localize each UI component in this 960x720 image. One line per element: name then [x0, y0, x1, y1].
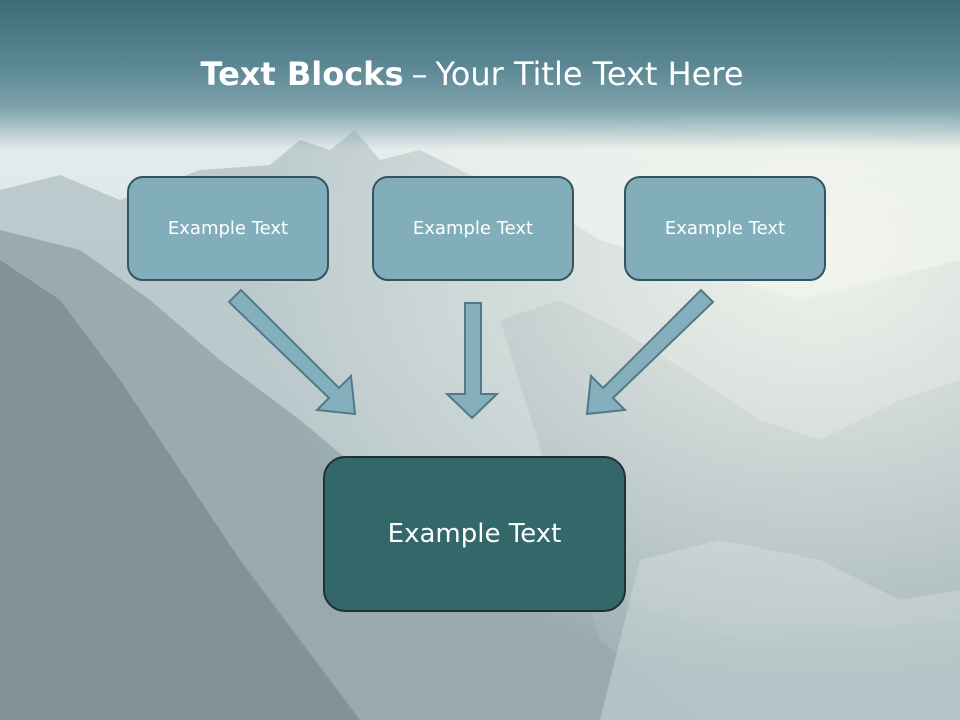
title-separator: –	[411, 55, 428, 93]
arrow-down-left-icon	[585, 288, 715, 416]
arrow-down-icon	[444, 302, 500, 420]
text-block-3[interactable]: Example Text	[624, 176, 826, 281]
title-bar	[0, 0, 960, 150]
text-block-1[interactable]: Example Text	[127, 176, 329, 281]
title-bold-text: Text Blocks	[200, 55, 404, 93]
slide-title: Text Blocks–Your Title Text Here	[0, 52, 944, 96]
arrow-down-right-icon	[227, 288, 357, 416]
title-regular-text: Your Title Text Here	[435, 55, 744, 93]
text-block-main[interactable]: Example Text	[323, 456, 626, 612]
text-block-2[interactable]: Example Text	[372, 176, 574, 281]
